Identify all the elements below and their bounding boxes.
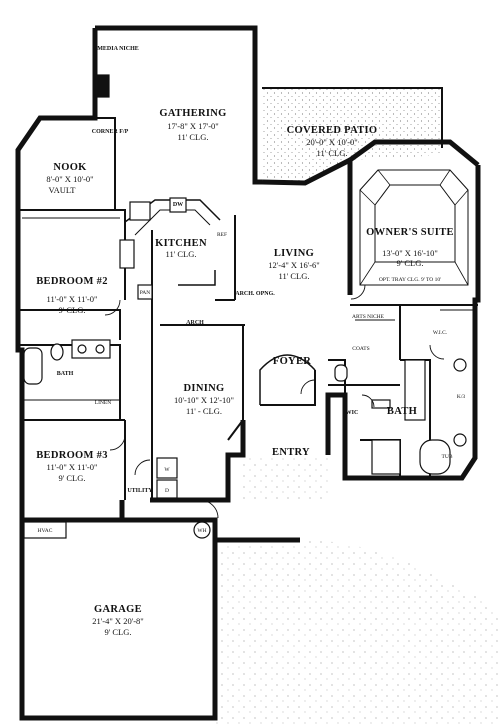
- nook-dim: 8'-0" X 10'-0": [46, 174, 93, 184]
- owners-suite-dim: 13'-0" X 16'-10": [382, 248, 438, 258]
- owners-suite-note: OPT. TRAY CLG. 9' TO 10': [379, 277, 441, 283]
- coats-label: COATS: [352, 346, 369, 352]
- entry-porch: [243, 455, 328, 500]
- garage-clg: 9' CLG.: [104, 627, 131, 637]
- living-label: LIVING: [274, 248, 314, 259]
- bedroom2-dim: 11'-0" X 11'-0": [47, 294, 98, 304]
- covered-patio-dim: 20'-0" X 10'-0": [306, 137, 358, 147]
- foyer-label: FOYER: [273, 356, 311, 367]
- corner-fp-label: CORNER F/P: [92, 129, 129, 135]
- kitchen-counters: [119, 197, 221, 300]
- owner-bath-label: BATH: [387, 406, 417, 417]
- bath-fixtures: [23, 339, 467, 475]
- ref-label: REF: [217, 232, 227, 238]
- garage-label: GARAGE: [94, 604, 142, 615]
- door-swings: [104, 284, 445, 519]
- tray-ceiling: [359, 169, 469, 286]
- kitchen-clg: 11' CLG.: [166, 249, 197, 259]
- washer-label: W: [164, 467, 170, 473]
- nook-clg: VAULT: [49, 185, 77, 195]
- driveway: [215, 540, 498, 724]
- bedroom3-dim: 11'-0" X 11'-0": [47, 462, 98, 472]
- bath-label: BATH: [57, 371, 74, 377]
- entry-label: ENTRY: [272, 447, 310, 458]
- garage-dim: 21'-4" X 20'-8": [92, 616, 144, 626]
- hvac-label: HVAC: [38, 528, 53, 534]
- wic-label: W.I.C.: [433, 330, 448, 336]
- covered-patio-outline: [262, 87, 443, 148]
- arch-opng-label: ARCH. OPNG.: [235, 291, 275, 297]
- dw-label: DW: [173, 202, 183, 208]
- k3-label: K/3: [457, 394, 466, 400]
- owners-suite-label: OWNER'S SUITE: [366, 227, 454, 238]
- wh-label: WH: [197, 528, 206, 534]
- covered-patio-clg: 11' CLG.: [317, 148, 348, 158]
- gathering-clg: 11' CLG.: [178, 132, 209, 142]
- linen-label: LINEN: [95, 400, 112, 406]
- pan-label: PAN: [140, 290, 151, 296]
- media-niche-label: MEDIA NICHE: [97, 46, 139, 52]
- arts-niche-label: ARTS NICHE: [352, 314, 385, 320]
- utility-label: UTILITY: [127, 488, 153, 494]
- foyer-arch: [259, 354, 316, 405]
- gathering-label: GATHERING: [159, 108, 226, 119]
- utility-appliances: [23, 457, 211, 539]
- dining-label: DINING: [184, 383, 225, 394]
- living-clg: 11' CLG.: [279, 271, 310, 281]
- tub-label: TUB: [442, 454, 453, 460]
- owners-suite-clg: 9' CLG.: [396, 258, 423, 268]
- arch-label: ARCH: [186, 320, 204, 326]
- covered-patio-label: COVERED PATIO: [287, 125, 378, 136]
- media-niche-box: [94, 74, 110, 98]
- bedroom2-label: BEDROOM #2: [36, 276, 108, 287]
- living-dim: 12'-4" X 16'-6": [268, 260, 320, 270]
- dining-clg: 11' - CLG.: [186, 406, 222, 416]
- bedroom3-clg: 9' CLG.: [58, 473, 85, 483]
- bedroom3-label: BEDROOM #3: [36, 450, 108, 461]
- dining-dim: 10'-10" X 12'-10": [174, 395, 234, 405]
- room-labels: MEDIA NICHE GATHERING 17'-8" X 17'-0" 11…: [36, 46, 465, 637]
- kitchen-label: KITCHEN: [155, 238, 207, 249]
- wic2-label: WIC: [346, 410, 359, 416]
- patio-surface: [262, 88, 442, 183]
- dryer-label: D: [165, 488, 169, 494]
- nook-label: NOOK: [53, 162, 87, 173]
- closet-shelving: [22, 217, 475, 455]
- bedroom2-clg: 9' CLG.: [58, 305, 85, 315]
- gathering-dim: 17'-8" X 17'-0": [167, 121, 219, 131]
